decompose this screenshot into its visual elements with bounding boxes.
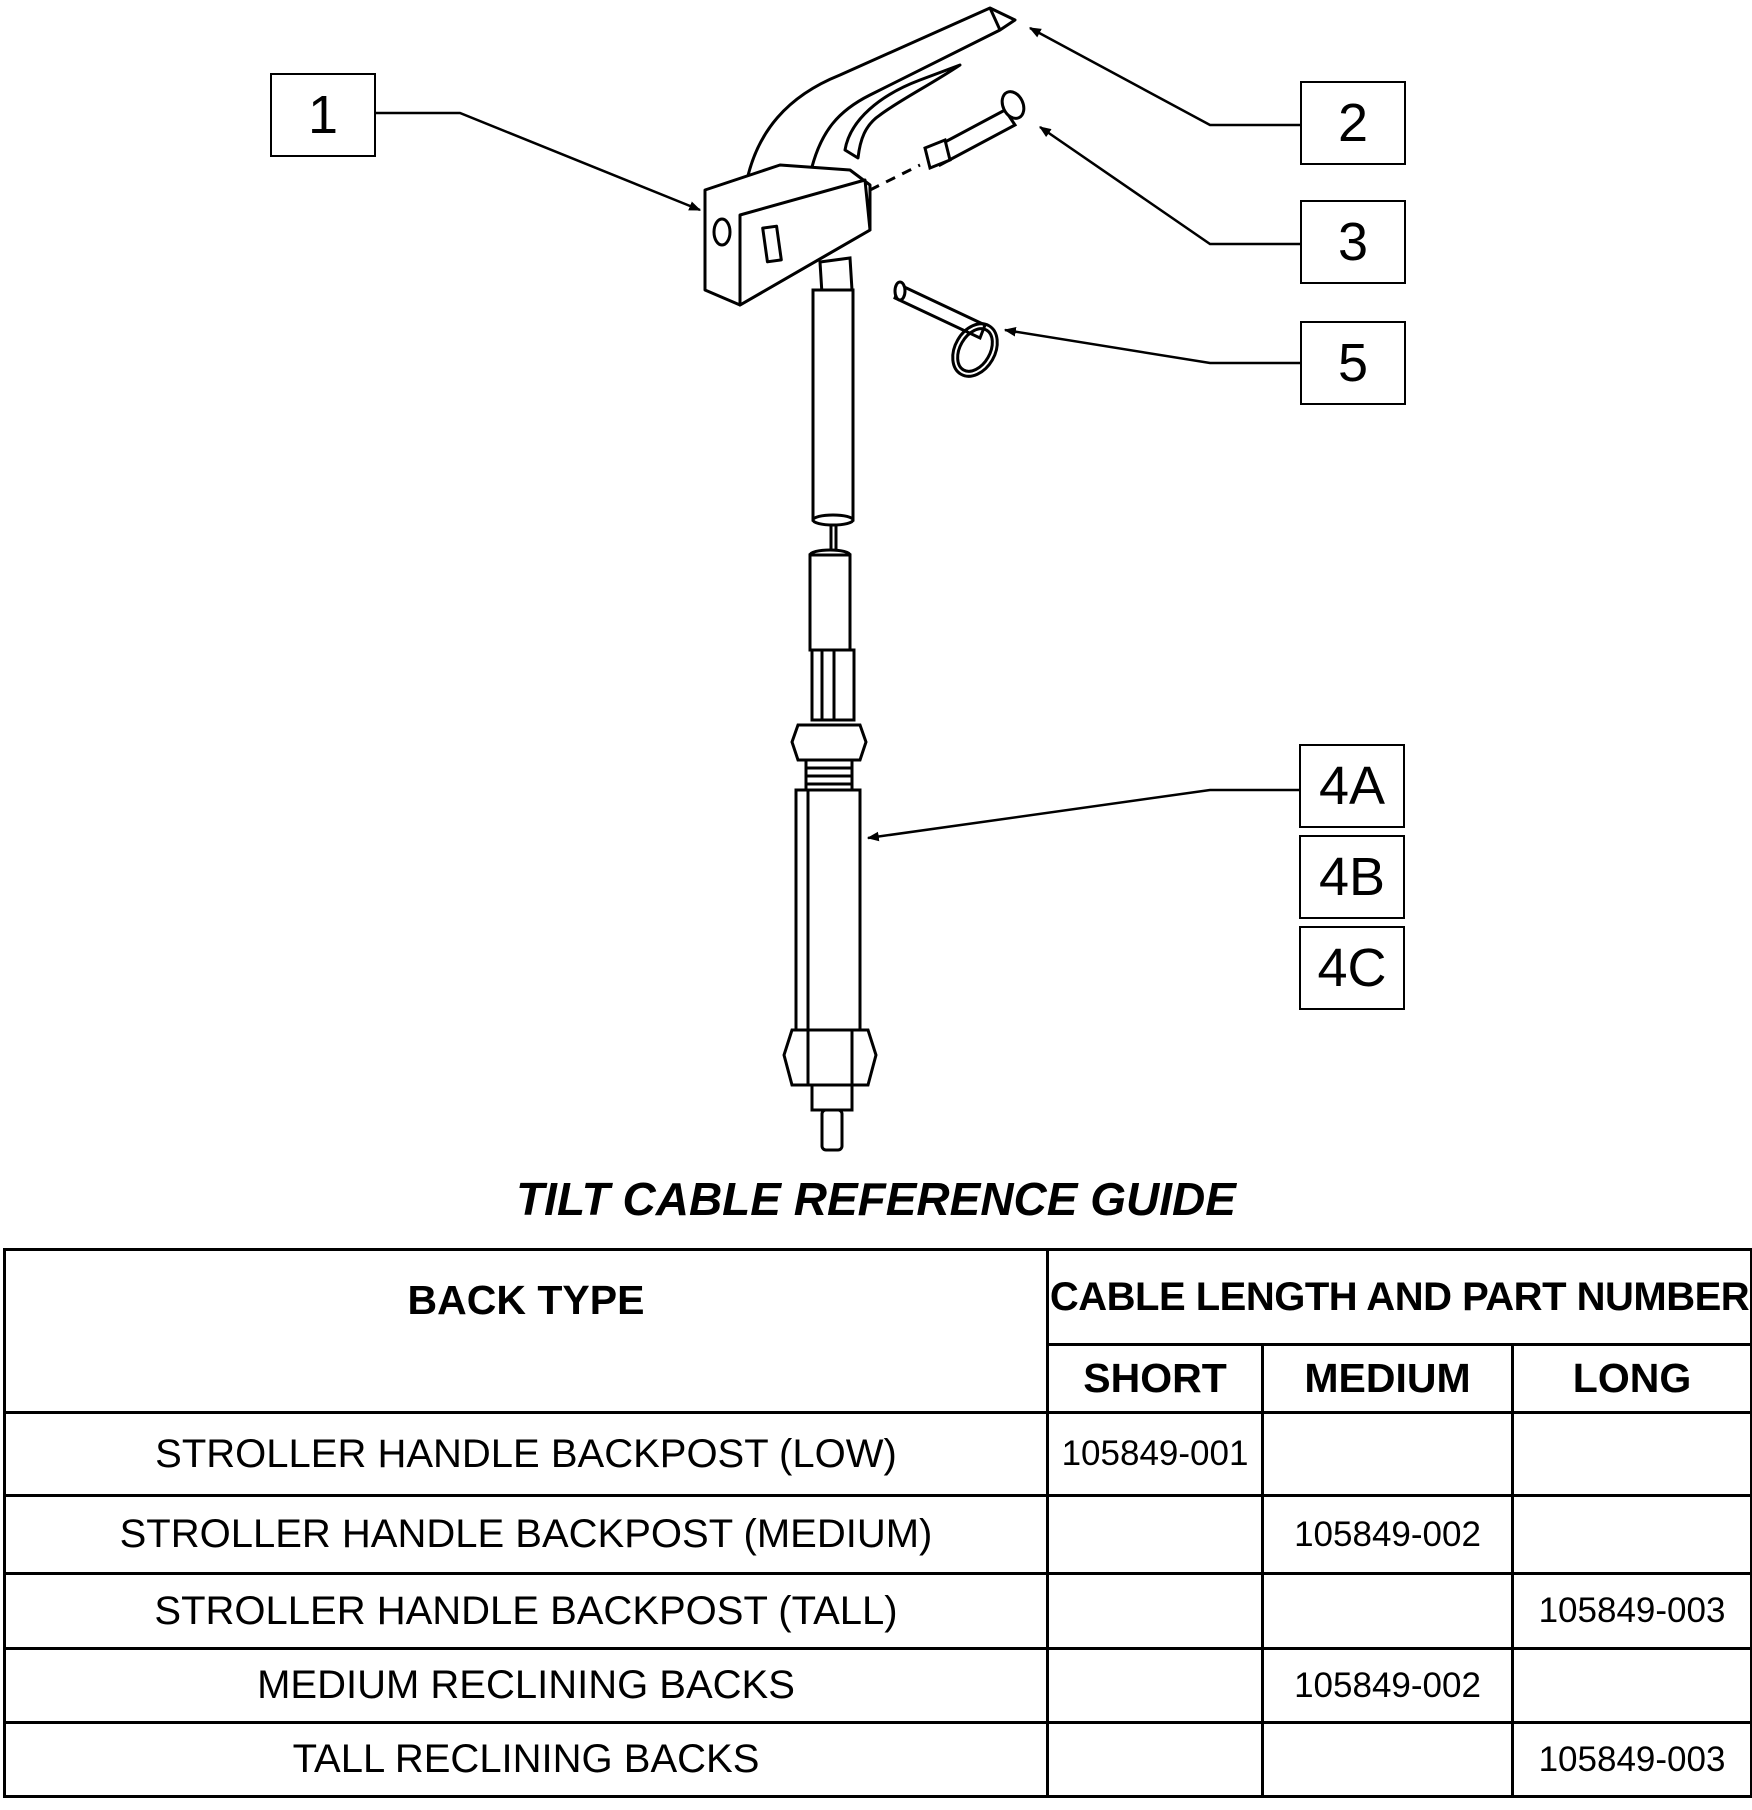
table-header-row: BACK TYPE CABLE LENGTH AND PART NUMBER [3,1248,1752,1414]
callout-4a: 4A [1299,744,1405,828]
clevis-pin [869,90,1026,192]
table-row: TALL RECLINING BACKS 105849-003 [3,1721,1752,1798]
callout-4b: 4B [1299,835,1405,919]
lynch-pin [893,280,999,378]
back-type-cell: STROLLER HANDLE BACKPOST (TALL) [3,1572,1049,1650]
medium-part-cell [1261,1411,1514,1497]
header-back-type: BACK TYPE [3,1248,1049,1414]
long-part-cell [1510,1494,1752,1575]
tilt-cable-exploded-diagram [373,6,1300,1152]
header-cable-length-part-number: CABLE LENGTH AND PART NUMBER [1045,1248,1752,1346]
short-part-cell [1046,1647,1264,1724]
back-type-cell: MEDIUM RECLINING BACKS [3,1647,1049,1724]
table-subheader-row: SHORT MEDIUM LONG [5,1343,1752,1414]
short-part-cell: 105849-001 [1046,1411,1264,1497]
tilt-cable-reference-table: BACK TYPE CABLE LENGTH AND PART NUMBER S… [3,1248,1752,1798]
long-part-cell: 105849-003 [1510,1721,1752,1798]
cable-upper-sleeve [811,256,855,550]
table-row: STROLLER HANDLE BACKPOST (LOW) 105849-00… [3,1411,1752,1497]
table-row: STROLLER HANDLE BACKPOST (TALL) 105849-0… [3,1572,1752,1650]
back-type-cell: STROLLER HANDLE BACKPOST (LOW) [3,1411,1049,1497]
long-part-cell [1510,1647,1752,1724]
back-type-cell: TALL RECLINING BACKS [3,1721,1049,1798]
header-short: SHORT [1046,1343,1264,1414]
short-part-cell [1046,1494,1264,1575]
short-part-cell [1046,1572,1264,1650]
medium-part-cell: 105849-002 [1261,1494,1514,1575]
medium-part-cell [1261,1721,1514,1798]
leader-lines [373,26,1300,842]
back-type-cell: STROLLER HANDLE BACKPOST (MEDIUM) [3,1494,1049,1575]
long-part-cell [1510,1411,1752,1497]
long-part-cell: 105849-003 [1510,1572,1752,1650]
short-part-cell [1046,1721,1264,1798]
guide-title: TILT CABLE REFERENCE GUIDE [516,1173,1236,1225]
callout-2: 2 [1300,81,1406,165]
callout-3: 3 [1300,200,1406,284]
lever-handle [743,6,1017,192]
header-medium: MEDIUM [1261,1343,1514,1414]
cable-lower-assembly [782,548,878,1152]
medium-part-cell: 105849-002 [1261,1647,1514,1724]
header-long: LONG [1510,1343,1752,1414]
callout-1: 1 [270,73,376,157]
lever-bracket [703,163,872,307]
medium-part-cell [1261,1572,1514,1650]
table-row: STROLLER HANDLE BACKPOST (MEDIUM) 105849… [3,1494,1752,1575]
table-row: MEDIUM RECLINING BACKS 105849-002 [3,1647,1752,1724]
callout-5: 5 [1300,321,1406,405]
callout-4c: 4C [1299,926,1405,1010]
